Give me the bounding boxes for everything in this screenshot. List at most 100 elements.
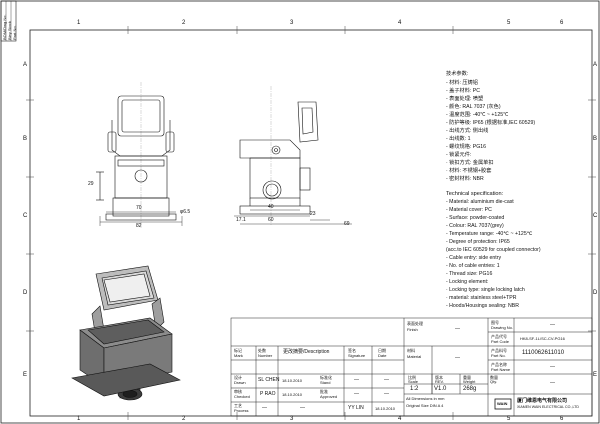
grid-col-top-3: 3 — [290, 20, 294, 26]
qty-label-cn: 数量 — [490, 375, 498, 380]
side-dim-lines — [234, 209, 352, 225]
dim-side-40: 40 — [268, 204, 274, 210]
sign-drawn-en: Drawn — [234, 380, 246, 385]
sign-process-date: — — [300, 405, 305, 411]
sign-approved-cn: 批准 — [320, 389, 328, 394]
side-strip — [0, 0, 17, 42]
finish-value: — — [455, 326, 460, 332]
rev-value: V1.0 — [434, 386, 447, 392]
scale-value: 1:2 — [410, 386, 419, 392]
scale-label-cn: 比例 — [408, 375, 416, 380]
qty-label-en: Qty. — [490, 379, 498, 384]
spec-en-line: - Material: aluminium die-cast — [446, 199, 514, 205]
dim-side-17: 17.1 — [236, 217, 246, 223]
sign-approved-name: — — [354, 391, 359, 397]
grid-row-right-d: D — [593, 290, 598, 296]
sign-header-date: 日期 — [378, 348, 386, 353]
finish-label-cn: 表面处理 — [407, 321, 423, 326]
sign-approved-en: Approved — [320, 394, 338, 399]
sign-checked-name: P RAO — [260, 391, 276, 397]
company-logo-text: WAIN — [497, 401, 508, 406]
spec-cn-line: - 温度范围: -40℃ ~ +125℃ — [446, 112, 509, 118]
sign-header-number-en: Number — [258, 353, 273, 358]
sign-process-name: — — [262, 405, 267, 411]
dim-phi: φ6.5 — [180, 209, 191, 215]
dim-front-total: 82 — [136, 223, 142, 229]
sign-header-mark-en: Mark — [234, 353, 243, 358]
spec-en-line: - Surface: powder-coated — [446, 215, 505, 221]
dim-side-60: 60 — [268, 217, 274, 223]
sign-drawn-name: SL CHEN — [258, 377, 280, 383]
grid-row-right-a: A — [593, 62, 598, 68]
spec-en-line: · Locking type: single locking latch — [446, 287, 525, 293]
drawing-no-value: — — [550, 322, 555, 328]
spec-en-line: - Temperature range: -40℃ ~ +125℃ — [446, 231, 533, 237]
grid-col-top-6: 6 — [560, 20, 564, 26]
units-note-1: All Dimensions in mm — [406, 396, 445, 401]
part-no-label-en: Part No. — [491, 353, 506, 358]
material-label-cn: 材料 — [407, 348, 415, 353]
spec-en-title: Technical specification: — [446, 191, 504, 197]
spec-cn-line: - 材料: 压铸铝 — [446, 80, 478, 86]
side-view — [239, 86, 319, 226]
spec-cn-line: - 表面处理: 喷塑 — [446, 96, 484, 102]
part-no-label-cn: 产品料号 — [491, 348, 507, 353]
spec-en-line: - Thread size: PG16 — [446, 271, 493, 277]
sign-checked-cn: 审核 — [234, 389, 242, 394]
sign-process-en: Process — [234, 408, 249, 413]
grid-row-right-c: C — [593, 213, 598, 219]
grid-col-top-5: 5 — [507, 20, 511, 26]
finish-label-en: Finish — [407, 327, 418, 332]
spec-en-line: - No. of cable entries: 1 — [446, 263, 500, 269]
grid-row-left-d: D — [23, 290, 28, 296]
sign-stand-date: — — [384, 377, 389, 383]
sign-header-date-en: Date — [378, 353, 387, 358]
dim-front-width: 70 — [136, 205, 142, 211]
grid-col-bottom-6: 6 — [560, 416, 564, 422]
spec-en-line: - Locking element: — [446, 279, 489, 285]
grid-row-left-e: E — [23, 372, 28, 378]
sign-header-signature-en: Signature — [348, 353, 366, 358]
spec-cn-line: - 防护等级: IP65 (根据标准,IEC 60529) — [446, 120, 536, 126]
iso-view — [71, 265, 181, 401]
sign-header-signature: 签名 — [348, 348, 356, 353]
grid-row-right-b: B — [593, 136, 598, 142]
sign-stand-en: Stand — [320, 380, 331, 385]
company-name-en: XIAMEN WAIN ELECTRICAL CO.,LTD — [517, 405, 579, 409]
spec-cn-line: · 材料: 不锈钢+胶套 — [446, 168, 492, 174]
grid-row-left-b: B — [23, 136, 28, 142]
drawing-no-label-cn: 图号 — [491, 320, 499, 325]
sign-drawn-cn: 设计 — [234, 375, 242, 380]
material-label-en: Material — [407, 354, 422, 359]
weight-label-en: Weight — [463, 379, 476, 384]
company-name-cn: 厦门维恩电气有限公司 — [517, 398, 568, 404]
spec-en-line: · material: stainless steel+TPR — [446, 295, 517, 301]
weight-label-cn: 重量 — [463, 375, 471, 380]
sign-approved-date: — — [384, 391, 389, 397]
front-dim-lines — [99, 211, 183, 226]
grid-row-left-a: A — [23, 62, 28, 68]
grid-col-top-2: 2 — [182, 20, 186, 26]
sign-stand-name: — — [354, 377, 359, 383]
sign-process-cn: 工艺 — [234, 403, 242, 408]
dim-side-23: 23 — [310, 211, 316, 217]
qty-value: — — [550, 380, 555, 386]
grid-col-bottom-2: 2 — [182, 416, 186, 422]
rev-label-en: REV. — [435, 379, 444, 384]
part-no-value: 1110062611010 — [522, 350, 565, 356]
grid-col-bottom-1: 1 — [77, 416, 81, 422]
dim-left-a: 29 — [88, 181, 94, 187]
front-view — [96, 82, 177, 228]
spec-en-line: (acc.to IEC 60529 for coupled connector) — [446, 247, 541, 253]
spec-cn-line: - 盖子材料: PC — [446, 88, 481, 94]
rev-label-cn: 版本 — [435, 375, 443, 380]
sign-checked-date: 18.10.2010 — [282, 392, 303, 397]
weight-value: 268g — [463, 386, 477, 392]
spec-cn-line: - 颜色: RAL 7037 (灰色) — [446, 104, 501, 110]
grid-row-right-e: E — [593, 372, 598, 378]
grid-row-left-c: C — [23, 213, 28, 219]
spec-cn-line: - 螺纹规格: PG16 — [446, 144, 487, 150]
spec-en-line: - Cable entry: side entry — [446, 255, 502, 261]
units-note-2: Original Size DIN A 4 — [406, 403, 444, 408]
